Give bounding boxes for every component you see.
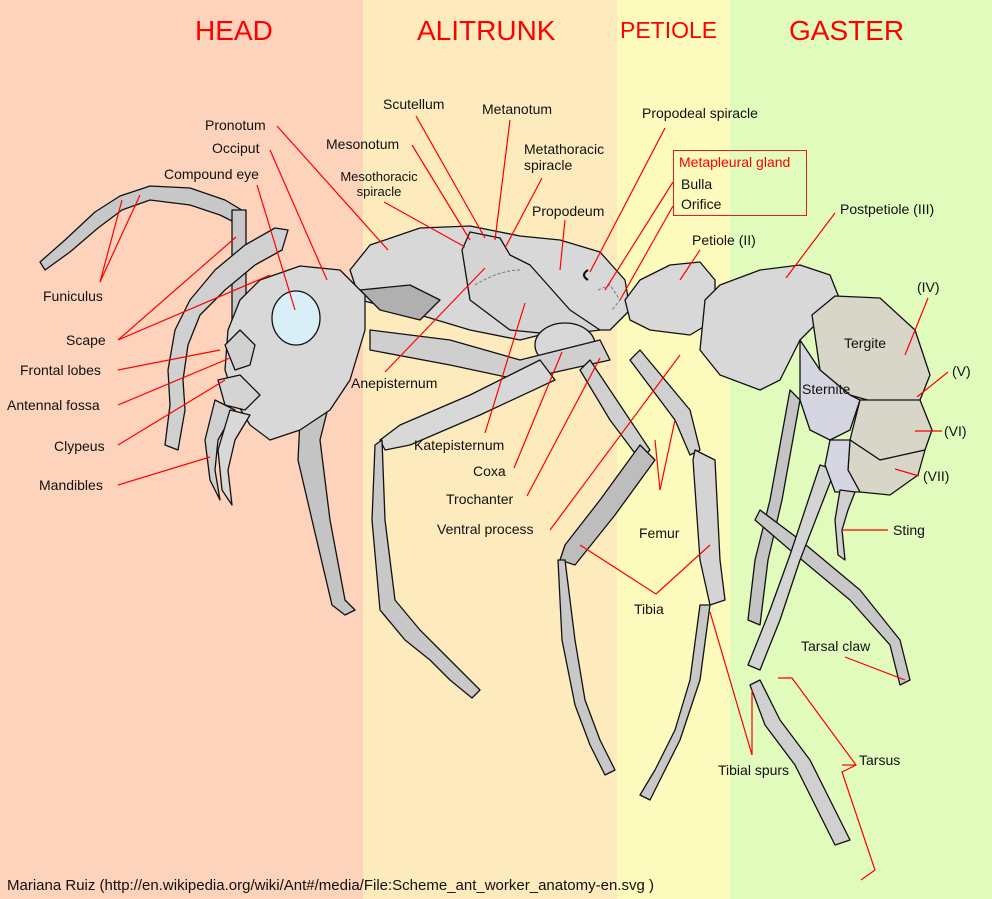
label-femur: Femur: [639, 525, 680, 541]
label-sternite: Sternite: [802, 381, 851, 397]
label-sting: Sting: [893, 522, 925, 538]
label-tergite: Tergite: [844, 335, 887, 351]
alitrunk-region: [363, 0, 617, 899]
label-mesothoracic-spiracle-text: Mesothoracic spiracle: [340, 169, 418, 199]
label-compound-eye: Compound eye: [164, 166, 259, 182]
region-title-gaster: GASTER: [789, 15, 905, 46]
label-tarsus: Tarsus: [859, 752, 901, 768]
credit-line: Mariana Ruiz (http://en.wikipedia.org/wi…: [7, 877, 654, 894]
label-propodeum: Propodeum: [532, 203, 605, 219]
label-seg-iv: (IV): [917, 279, 940, 295]
label-scape: Scape: [66, 332, 106, 348]
label-ventral-process: Ventral process: [437, 521, 534, 537]
label-petiole-ii: Petiole (II): [692, 232, 756, 248]
label-seg-vi: (VI): [944, 423, 967, 439]
label-trochanter: Trochanter: [446, 491, 514, 507]
label-metathoracic-spiracle-text: Metathoracic spiracle: [524, 141, 605, 173]
label-clypeus: Clypeus: [54, 438, 105, 454]
label-scutellum: Scutellum: [383, 96, 445, 112]
label-frontal-lobes: Frontal lobes: [20, 362, 101, 378]
label-anepisternum: Anepisternum: [351, 375, 438, 391]
label-mesothoracic-spiracle: Mesothoracic spiracle: [335, 169, 423, 199]
region-title-petiole: PETIOLE: [620, 17, 718, 43]
label-orifice: Orifice: [681, 196, 722, 212]
region-title-alitrunk: ALITRUNK: [417, 15, 556, 46]
label-seg-vii: (VII): [923, 468, 950, 484]
label-katepisternum: Katepisternum: [414, 437, 505, 453]
label-seg-v: (V): [952, 363, 971, 379]
label-postpetiole-iii: Postpetiole (III): [840, 201, 935, 217]
label-tibial-spurs: Tibial spurs: [718, 762, 790, 778]
metapleural-gland-box: Metapleural gland Bulla Orifice: [673, 150, 807, 216]
label-tibia: Tibia: [634, 601, 664, 617]
label-bulla: Bulla: [681, 176, 713, 192]
label-metanotum: Metanotum: [482, 101, 553, 117]
label-occiput: Occiput: [212, 140, 260, 156]
label-mandibles: Mandibles: [39, 477, 103, 493]
label-propodeal-spiracle: Propodeal spiracle: [642, 105, 758, 121]
metapleural-gland-title: Metapleural gland: [679, 154, 791, 170]
label-antennal-fossa: Antennal fossa: [7, 397, 100, 413]
label-metathoracic-spiracle: Metathoracic spiracle: [524, 141, 614, 173]
label-tarsal-claw: Tarsal claw: [801, 638, 871, 654]
label-funiculus: Funiculus: [43, 288, 103, 304]
region-title-head: HEAD: [195, 15, 273, 46]
label-pronotum: Pronotum: [205, 117, 266, 133]
label-mesonotum: Mesonotum: [326, 136, 400, 152]
label-coxa: Coxa: [473, 463, 506, 479]
